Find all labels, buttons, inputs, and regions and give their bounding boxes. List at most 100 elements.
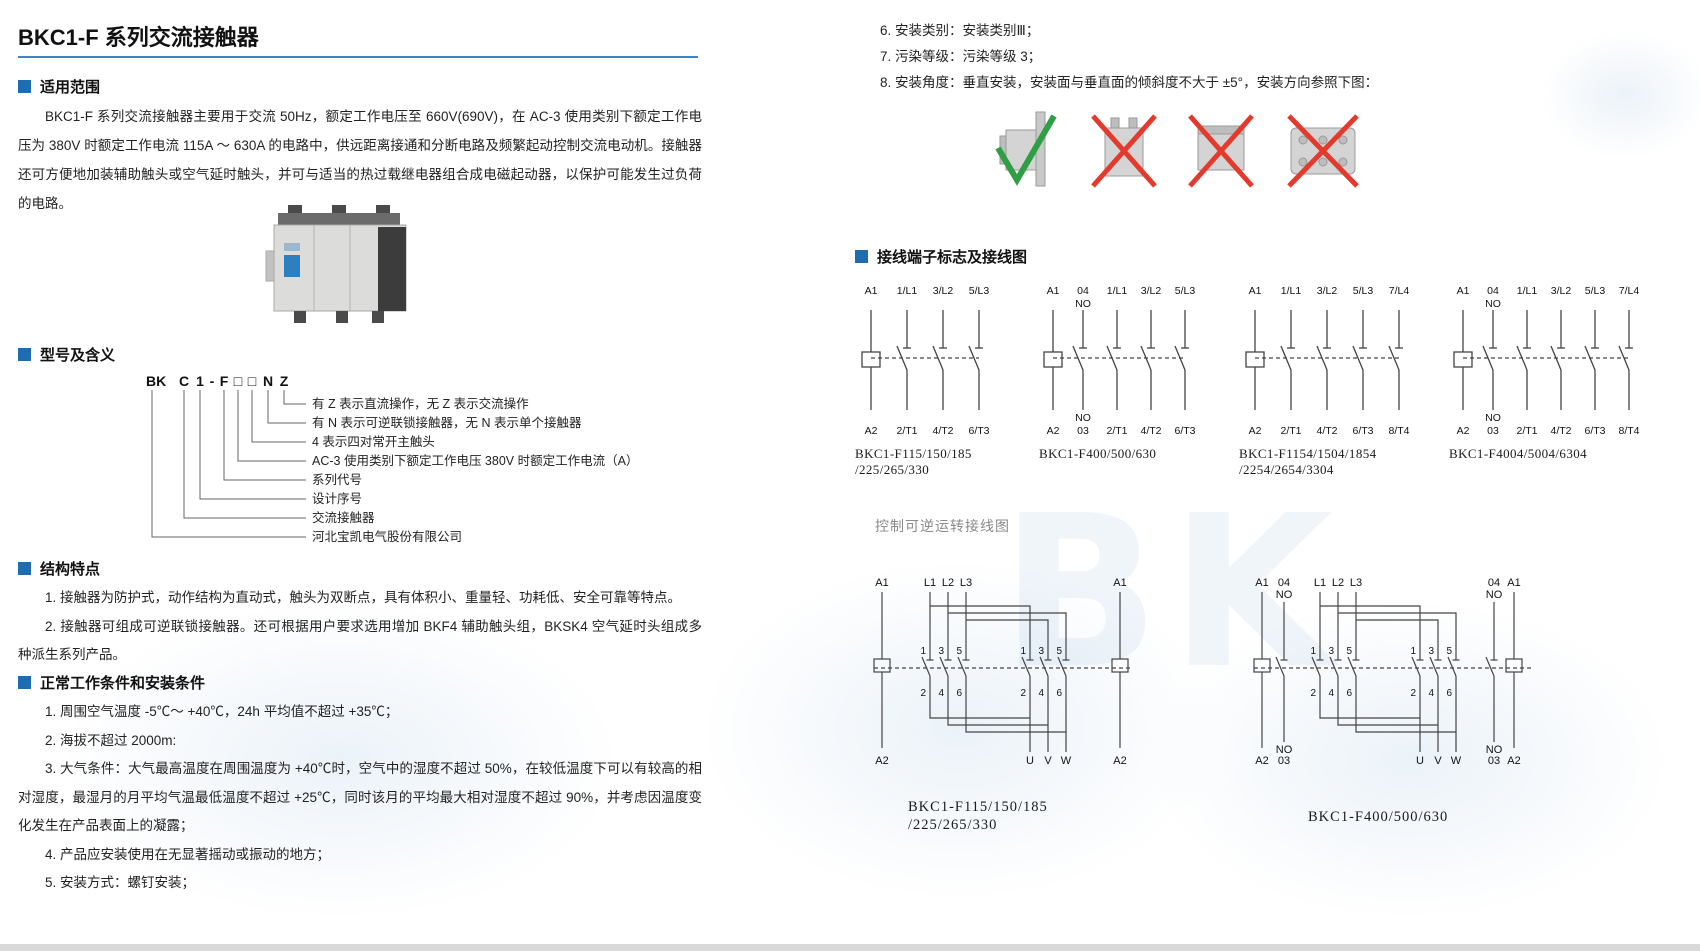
terminal-label: A1 — [1249, 285, 1262, 297]
model-legend-item: 4 表示四对常开主触头 — [312, 435, 435, 449]
photo-bottom-tab — [336, 311, 348, 323]
terminal-label: 3/L2 — [1141, 285, 1162, 297]
terminal-label: 04 — [1278, 577, 1290, 589]
terminal-label: A1 — [1113, 577, 1126, 589]
terminal-label: A2 — [1113, 755, 1126, 767]
section-marker-icon — [18, 80, 31, 93]
photo-top-tab — [288, 205, 302, 215]
diagram-lines — [861, 309, 984, 411]
terminal-label: A1 — [875, 577, 888, 589]
terminal-label: U — [1416, 755, 1424, 767]
photo-label-small — [284, 243, 300, 251]
check-icon — [995, 114, 1057, 186]
terminal-label: 2/T1 — [896, 425, 917, 437]
terminal-label: W — [1061, 755, 1072, 767]
terminal-label: 6/T3 — [1352, 425, 1373, 437]
pole-number: 2 — [1020, 688, 1026, 699]
model-code-part: - — [210, 373, 215, 389]
terminal-label: 3/L2 — [1551, 285, 1572, 297]
pole-number: 4 — [1038, 688, 1044, 699]
terminal-label: 03 — [1487, 425, 1499, 437]
terminal-label: A1 — [1047, 285, 1060, 297]
section-title: 接线端子标志及接线图 — [877, 249, 1028, 266]
pole-numbers: 1 3 5 1 3 5 2 4 6 2 4 6 — [1310, 646, 1452, 699]
photo-bottom-tab — [372, 311, 384, 323]
section-title: 型号及含义 — [40, 347, 116, 364]
photo-terminal-strip — [278, 213, 400, 227]
terminal-label: 5/L3 — [1585, 285, 1606, 297]
terminal-label: 4/T2 — [1550, 425, 1571, 437]
diagram-caption: BKC1-F1154/1504/1854 /2254/2654/3304 — [1239, 446, 1415, 478]
model-code-part: BK — [146, 373, 166, 389]
section-heading-wiring: 接线端子标志及接线图 — [855, 246, 1027, 267]
model-legend-item: AC-3 使用类别下额定工作电压 380V 时额定工作电流（A） — [312, 453, 638, 468]
diagram-lines — [873, 592, 1130, 752]
no-label: NO — [1485, 412, 1501, 424]
terminal-labels: A1 04 1/L1 3/L2 5/L3 7/L4 NO NO A2 03 2/… — [1457, 285, 1640, 437]
caption-line: BKC1-F1154/1504/1854 — [1239, 446, 1377, 461]
terminal-label: U — [1026, 755, 1034, 767]
terminal-labels: A1 1/L1 3/L2 5/L3 7/L4 A2 2/T1 4/T2 6/T3… — [1249, 285, 1410, 437]
terminal-label: 1/L1 — [1107, 285, 1128, 297]
mounting-wrong-icon-1 — [1091, 114, 1157, 188]
control-diagram-right: A1 04 L1 L2 L3 04 A1 NO NO NO NO A2 03 U… — [1253, 577, 1532, 767]
section-heading-model: 型号及含义 — [18, 344, 115, 365]
terminal-label: 7/L4 — [1389, 285, 1410, 297]
pole-number: 2 — [1410, 688, 1416, 699]
no-label: NO — [1486, 744, 1503, 756]
pole-number: 4 — [1328, 688, 1334, 699]
terminal-label: 3/L2 — [933, 285, 954, 297]
pole-number: 6 — [1346, 688, 1352, 699]
pole-number: 5 — [1056, 646, 1062, 657]
page-bottom-strip — [0, 944, 1700, 951]
conditions-list-right: 6. 安装类别：安装类别Ⅲ； 7. 污染等级：污染等级 3； 8. 安装角度：垂… — [880, 18, 1680, 96]
pole-number: 3 — [938, 646, 944, 657]
terminal-diagrams: A1 1/L1 3/L2 5/L3 A2 2/T1 4/T2 6/T3 BKC1… — [855, 282, 1649, 478]
condition-item: 5. 安装方式：螺钉安装； — [45, 875, 196, 890]
terminal-label: L3 — [960, 577, 972, 589]
model-code-part: F — [220, 373, 229, 389]
model-legend-item: 交流接触器 — [312, 510, 375, 525]
terminal-label: 03 — [1077, 425, 1089, 437]
section-heading-features: 结构特点 — [18, 558, 100, 579]
terminal-label: 2/T1 — [1106, 425, 1127, 437]
caption-line: /225/265/330 — [855, 462, 930, 477]
section-title: 适用范围 — [40, 79, 101, 96]
terminal-label: 6/T3 — [1584, 425, 1605, 437]
terminal-label: 1/L1 — [1517, 285, 1538, 297]
model-legend-item: 有 Z 表示直流操作，无 Z 表示交流操作 — [312, 396, 529, 411]
wiring-diagram-4pole-svg: A1 1/L1 3/L2 5/L3 7/L4 A2 2/T1 4/T2 6/T3… — [1245, 285, 1410, 437]
section-title: 正常工作条件和安装条件 — [40, 675, 206, 692]
model-code-part: C — [179, 373, 189, 389]
feature-item: 2. 接触器可组成可逆联锁接触器。还可根据用户要求选用增加 BKF4 辅助触头组… — [18, 618, 702, 663]
caption-line: BKC1-F400/500/630 — [1308, 809, 1449, 825]
caption-line: /225/265/330 — [908, 817, 998, 833]
pole-number: 6 — [956, 688, 962, 699]
photo-label-blue — [284, 255, 300, 277]
terminal-label: A2 — [1507, 755, 1520, 767]
terminal-label: A1 — [865, 285, 878, 297]
caption-line: BKC1-F115/150/185 — [855, 446, 972, 461]
diagram-lines — [1245, 309, 1404, 411]
no-label: NO — [1075, 298, 1091, 310]
terminal-label: 6/T3 — [968, 425, 989, 437]
pole-number: 3 — [1428, 646, 1434, 657]
terminal-label: 7/L4 — [1619, 285, 1640, 297]
wiring-diagram-3pole-no: A1 04 1/L1 3/L2 5/L3 NO NO A2 03 2/T1 4/… — [1039, 282, 1205, 462]
pole-number: 1 — [1310, 646, 1316, 657]
terminal-label: A2 — [1255, 755, 1268, 767]
terminal-label: 5/L3 — [969, 285, 990, 297]
terminal-label: 8/T4 — [1618, 425, 1639, 437]
scope-body: BKC1-F 系列交流接触器主要用于交流 50Hz，额定工作电压至 660V(6… — [18, 102, 702, 218]
terminal-label: 2/T1 — [1516, 425, 1537, 437]
pole-number: 1 — [1410, 646, 1416, 657]
condition-item: 3. 大气条件：大气最高温度在周围温度为 +40℃时，空气中的湿度不超过 50%… — [18, 761, 702, 833]
model-connector-lines — [151, 390, 306, 538]
wiring-diagram-4pole-no-svg: A1 04 1/L1 3/L2 5/L3 7/L4 NO NO A2 03 2/… — [1453, 285, 1640, 437]
control-diagram-left-caption: BKC1-F115/150/185 /225/265/330 — [908, 798, 1048, 834]
terminal-label: A2 — [865, 425, 878, 437]
section-heading-conditions: 正常工作条件和安装条件 — [18, 672, 205, 693]
pole-number: 3 — [1038, 646, 1044, 657]
terminal-label: L2 — [942, 577, 954, 589]
diagram-lines — [1253, 592, 1532, 752]
